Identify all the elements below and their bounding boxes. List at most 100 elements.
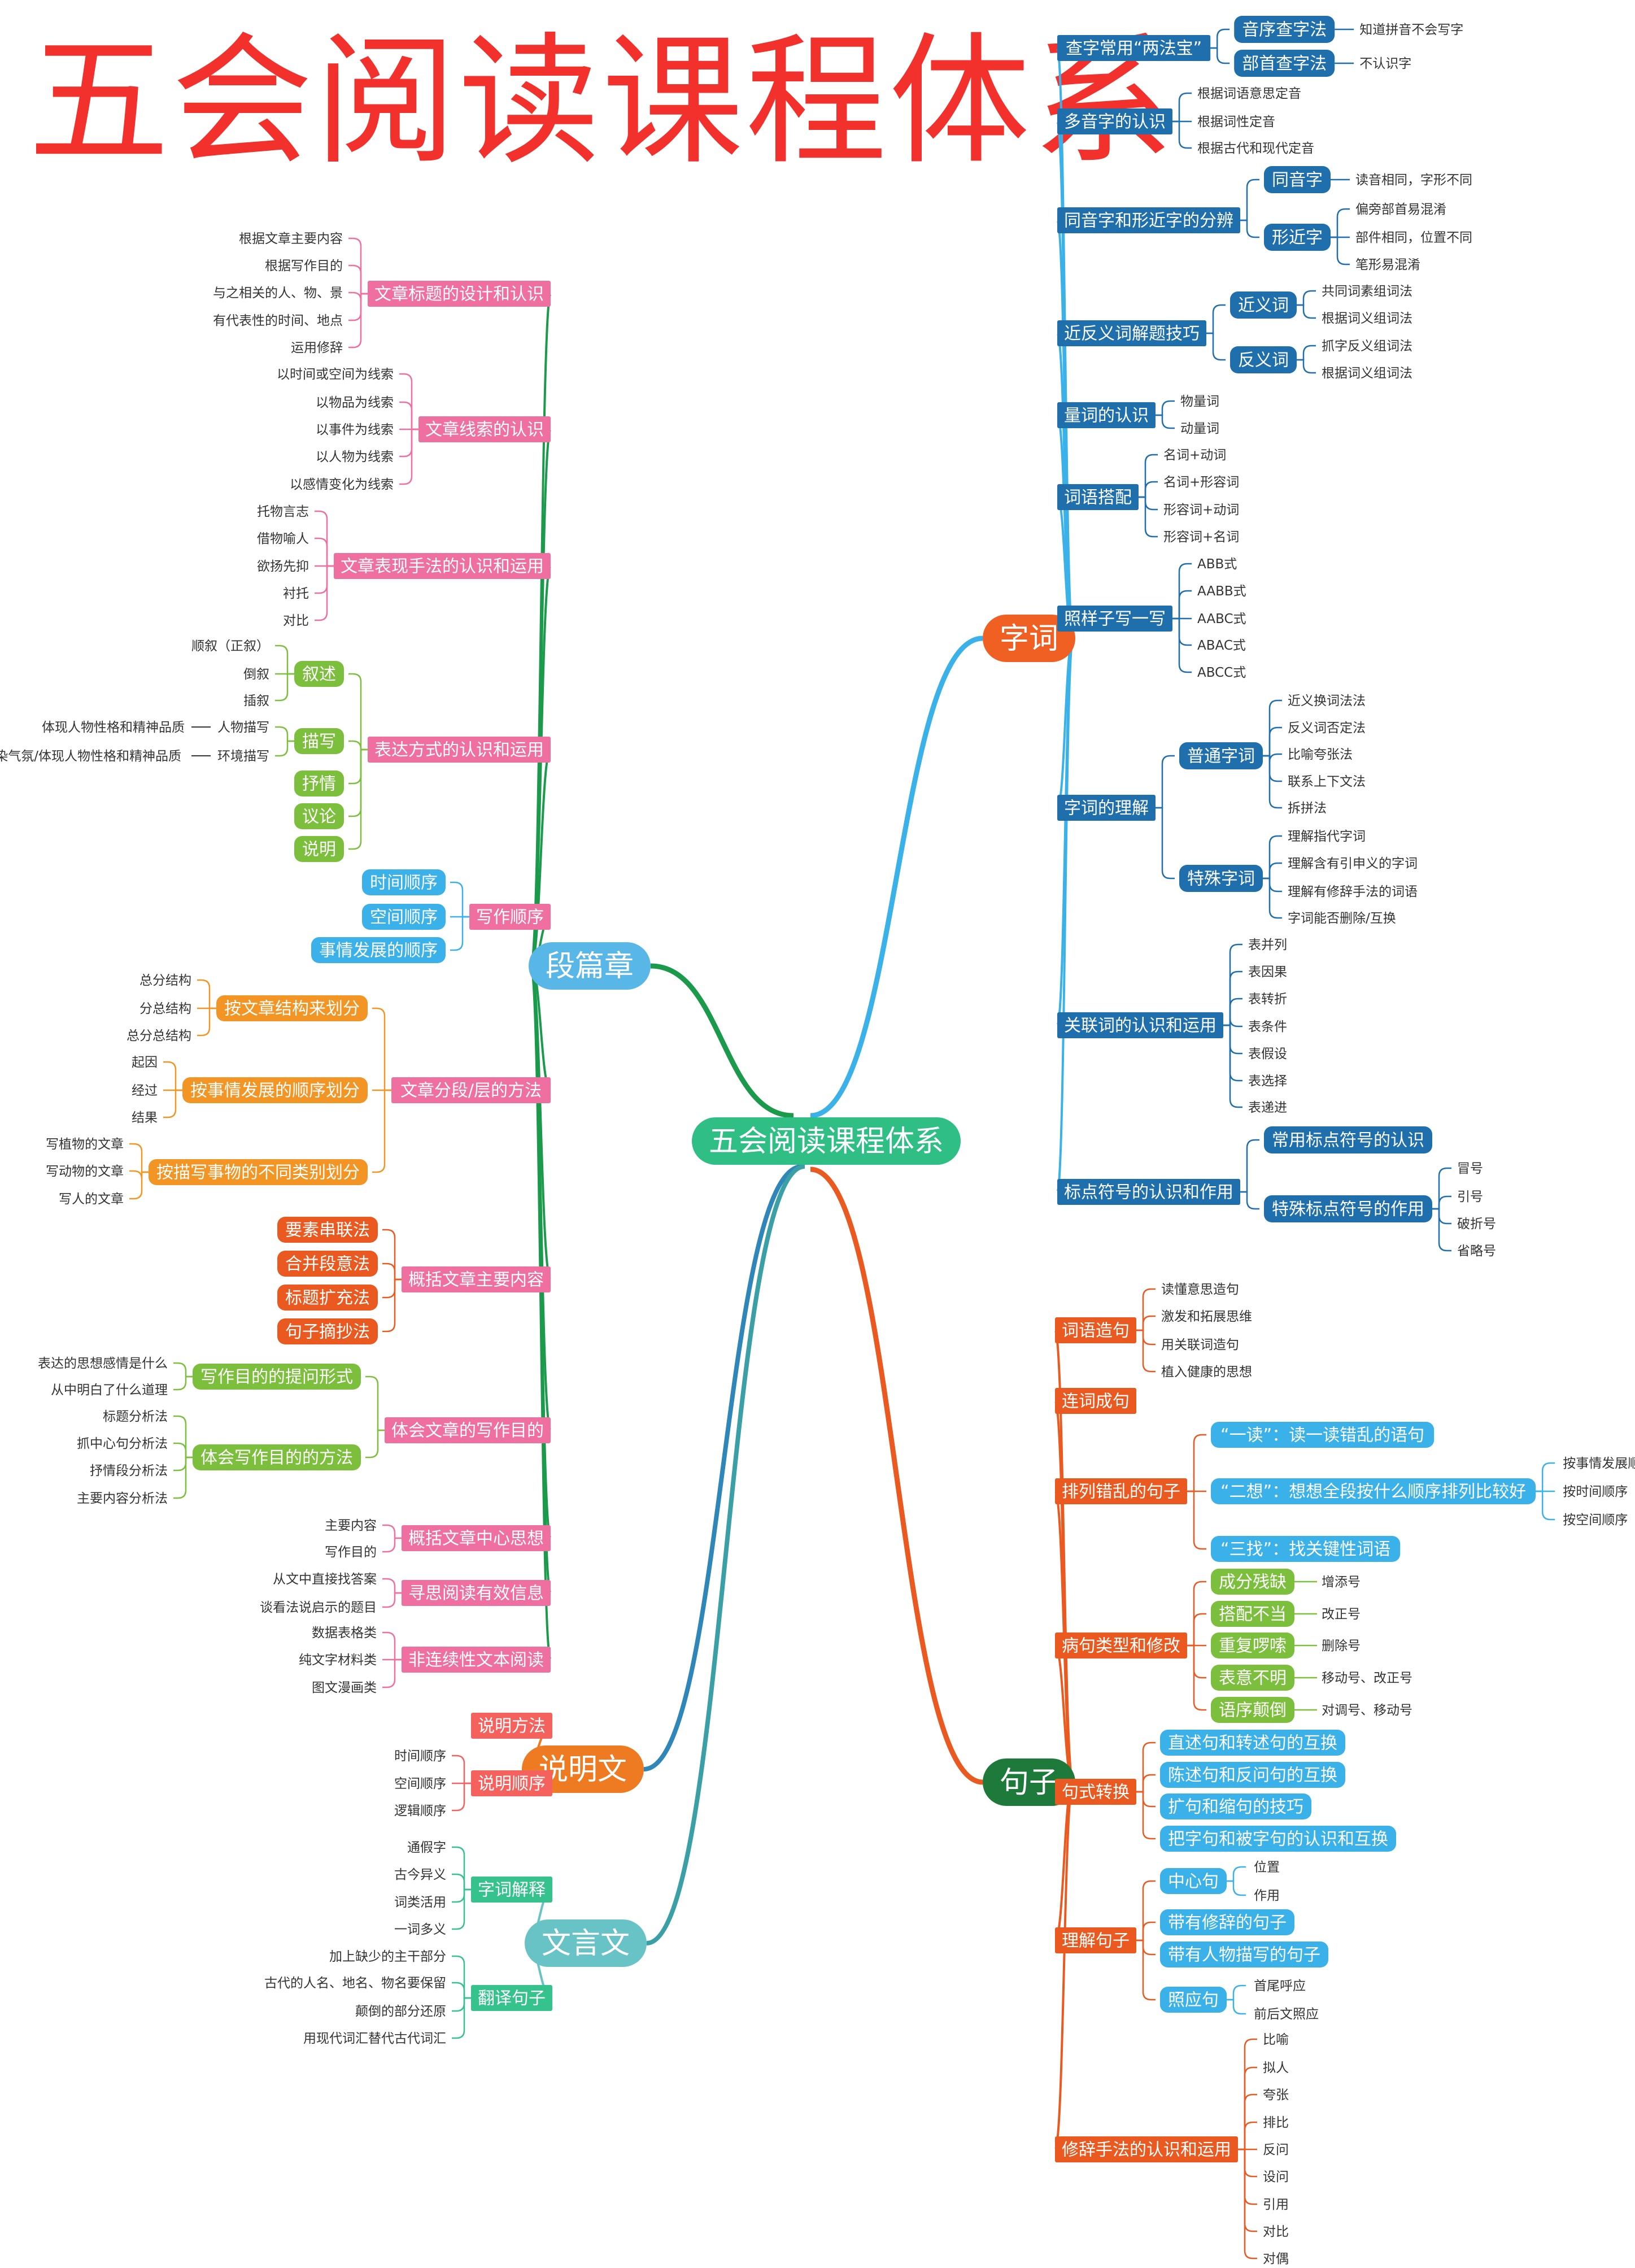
- connector-line: [1223, 1024, 1242, 1055]
- juzi-leaf-5-0-1: 作用: [1254, 1888, 1280, 1903]
- mindmap-edges: [129, 28, 1555, 2260]
- juzi-sub-2-2: “三找”：找关键性词语: [1211, 1536, 1401, 1562]
- duan-group-5-label: 文章分段/层的方法: [400, 1081, 542, 1101]
- duan-sub-7-0: 写作目的的提问形式: [193, 1364, 361, 1390]
- duan-sub-4-0-bg: [362, 869, 446, 895]
- connector-line: [1172, 120, 1192, 149]
- zici-leaf-6-0: ABB式: [1197, 557, 1237, 572]
- duan-leaf-1-3: 以人物为线索: [316, 450, 394, 464]
- juzi-sub-2-2-bg: [1211, 1536, 1401, 1562]
- zici-group-6: 照样子写一写: [1057, 606, 1172, 632]
- shuoming-group-1: 说明顺序: [471, 1770, 552, 1796]
- main-node-shuoming-label: 说明文: [539, 1753, 627, 1787]
- zici-leaf-6-4: ABCC式: [1197, 665, 1246, 680]
- juzi-sub-3-2-label: 重复啰嗦: [1219, 1636, 1287, 1656]
- zici-leaf-1-0: 根据词语意思定音: [1197, 86, 1301, 101]
- connector-line: [1227, 1866, 1246, 1882]
- connector-line: [1156, 400, 1175, 416]
- zici-group-4-bg: [1057, 402, 1156, 428]
- connector-line: [1432, 1167, 1451, 1210]
- connector-line: [163, 1089, 182, 1118]
- zici-group-1-bg: [1057, 108, 1172, 134]
- mindmap-nodes: 五会阅读课程体系字词查字常用“两法宝”音序查字法知道拼音不会写字部首查字法不认识…: [0, 16, 1635, 2266]
- main-node-juzi-bg: [983, 1758, 1075, 1806]
- duan-group-7: 体会文章的写作目的: [385, 1417, 551, 1443]
- duan-group-10-bg: [402, 1647, 551, 1673]
- zici-sub-0-1-bg: [1234, 50, 1335, 77]
- zici-leaf-9-1-1: 引号: [1457, 1190, 1483, 1204]
- connector-line: [173, 1442, 193, 1459]
- juzi-sub-4-1-bg: [1160, 1762, 1345, 1788]
- connector-line: [382, 1278, 402, 1299]
- juzi-sub-4-2-bg: [1160, 1793, 1311, 1819]
- juzi-sub-2-0-label: “一读”：读一读错乱的语句: [1220, 1426, 1424, 1446]
- juzi-sub-3-0-label: 成分残缺: [1219, 1573, 1287, 1592]
- connector-line: [1297, 359, 1316, 374]
- connector-line: [1136, 1315, 1156, 1331]
- juzi-group-2: 排列错乱的句子: [1055, 1478, 1187, 1504]
- duan-group-7-bg: [385, 1417, 551, 1443]
- juzi-leaf-3-0-0: 增添号: [1322, 1575, 1361, 1590]
- duan-group-6-bg: [402, 1266, 551, 1292]
- zici-sub-3-1-label: 反义词: [1238, 351, 1289, 371]
- duan-sub-7-0-label: 写作目的的提问形式: [200, 1368, 353, 1387]
- duan-sub-5-0-label: 按文章结构来划分: [224, 999, 360, 1019]
- zici-leaf-9-1-2: 破折号: [1457, 1217, 1496, 1231]
- duan-sub-3-1-bg: [294, 728, 344, 754]
- connector-line: [1238, 2121, 1257, 2151]
- juzi-leaf-0-2: 用关联词造句: [1161, 1338, 1239, 1352]
- connector-line: [275, 645, 294, 675]
- connector-line: [1139, 481, 1158, 498]
- connector-line: [1263, 835, 1282, 880]
- juzi-sub-4-3-label: 把字句和被字句的认识和互换: [1168, 1830, 1388, 1849]
- wenyan-group-0-bg: [471, 1877, 552, 1903]
- zici-leaf-8-2: 表转折: [1248, 992, 1287, 1007]
- zici-leaf-7-0-2: 比喻夸张法: [1288, 747, 1353, 762]
- juzi-sub-5-0-label: 中心句: [1168, 1872, 1219, 1892]
- duan-sub-4-2-bg: [311, 937, 446, 963]
- connector-line: [1297, 345, 1316, 361]
- connector-line: [646, 1164, 805, 1945]
- zici-leaf-7-0-1: 反义词否定法: [1288, 721, 1366, 735]
- duan-extra-3-1-0: 体现人物性格和精神品质: [42, 720, 185, 735]
- juzi-sub-2-0-bg: [1211, 1422, 1435, 1448]
- juzi-leaf-5-0-0: 位置: [1254, 1860, 1280, 1875]
- connector-line: [1432, 1195, 1451, 1210]
- zici-sub-3-1-bg: [1230, 346, 1297, 373]
- juzi-group-0-label: 词语造句: [1062, 1321, 1130, 1341]
- connector-line: [650, 963, 794, 1118]
- wenyan-leaf-0-2: 词类活用: [394, 1895, 446, 1910]
- root-node: 五会阅读课程体系: [692, 1117, 961, 1165]
- duan-leaf-1-2: 以事件为线索: [316, 423, 394, 437]
- shuoming-group-0: 说明方法: [471, 1713, 552, 1739]
- wenyan-leaf-1-0: 加上缺少的主干部分: [329, 1949, 446, 1964]
- zici-group-8-label: 关联词的认识和运用: [1064, 1016, 1217, 1036]
- duan-leaf-5-1-1: 经过: [132, 1083, 158, 1098]
- duan-group-7-label: 体会文章的写作目的: [391, 1421, 544, 1441]
- duan-sub-7-0-bg: [193, 1364, 361, 1390]
- zici-group-0: 查字常用“两法宝”: [1057, 35, 1211, 61]
- zici-group-9-label: 标点符号的认识和作用: [1064, 1183, 1233, 1203]
- zici-sub-9-0-label: 常用标点符号的认识: [1272, 1131, 1424, 1151]
- zici-sub-2-0-bg: [1264, 166, 1331, 193]
- duan-sub-6-0: 要素串联法: [277, 1217, 378, 1243]
- zici-leaf-2-1-1: 部件相同，位置不同: [1355, 230, 1472, 245]
- duan-group-3-bg: [368, 737, 551, 763]
- wenyan-leaf-0-0: 通假字: [407, 1840, 446, 1855]
- connector-line: [452, 1997, 471, 2039]
- duan-sub-5-0-bg: [216, 995, 368, 1021]
- root-node-label: 五会阅读课程体系: [709, 1125, 944, 1159]
- duan-leaf-0-3: 有代表性的时间、地点: [213, 314, 343, 328]
- juzi-leaf-6-0: 比喻: [1263, 2032, 1289, 2047]
- zici-group-9: 标点符号的认识和作用: [1057, 1179, 1240, 1205]
- root-node-bg: [692, 1117, 961, 1165]
- juzi-leaf-6-3: 排比: [1263, 2115, 1289, 2130]
- connector-line: [810, 1166, 983, 1785]
- juzi-group-0: 词语造句: [1055, 1317, 1136, 1343]
- duan-group-1-bg: [418, 416, 551, 442]
- zici-leaf-1-1: 根据词性定音: [1197, 115, 1275, 129]
- connector-line: [315, 510, 334, 567]
- juzi-leaf-3-4-0: 对调号、移动号: [1322, 1703, 1412, 1718]
- zici-sub-7-0-label: 普通字词: [1187, 747, 1255, 767]
- juzi-sub-4-2-label: 扩句和缩句的技巧: [1168, 1797, 1303, 1817]
